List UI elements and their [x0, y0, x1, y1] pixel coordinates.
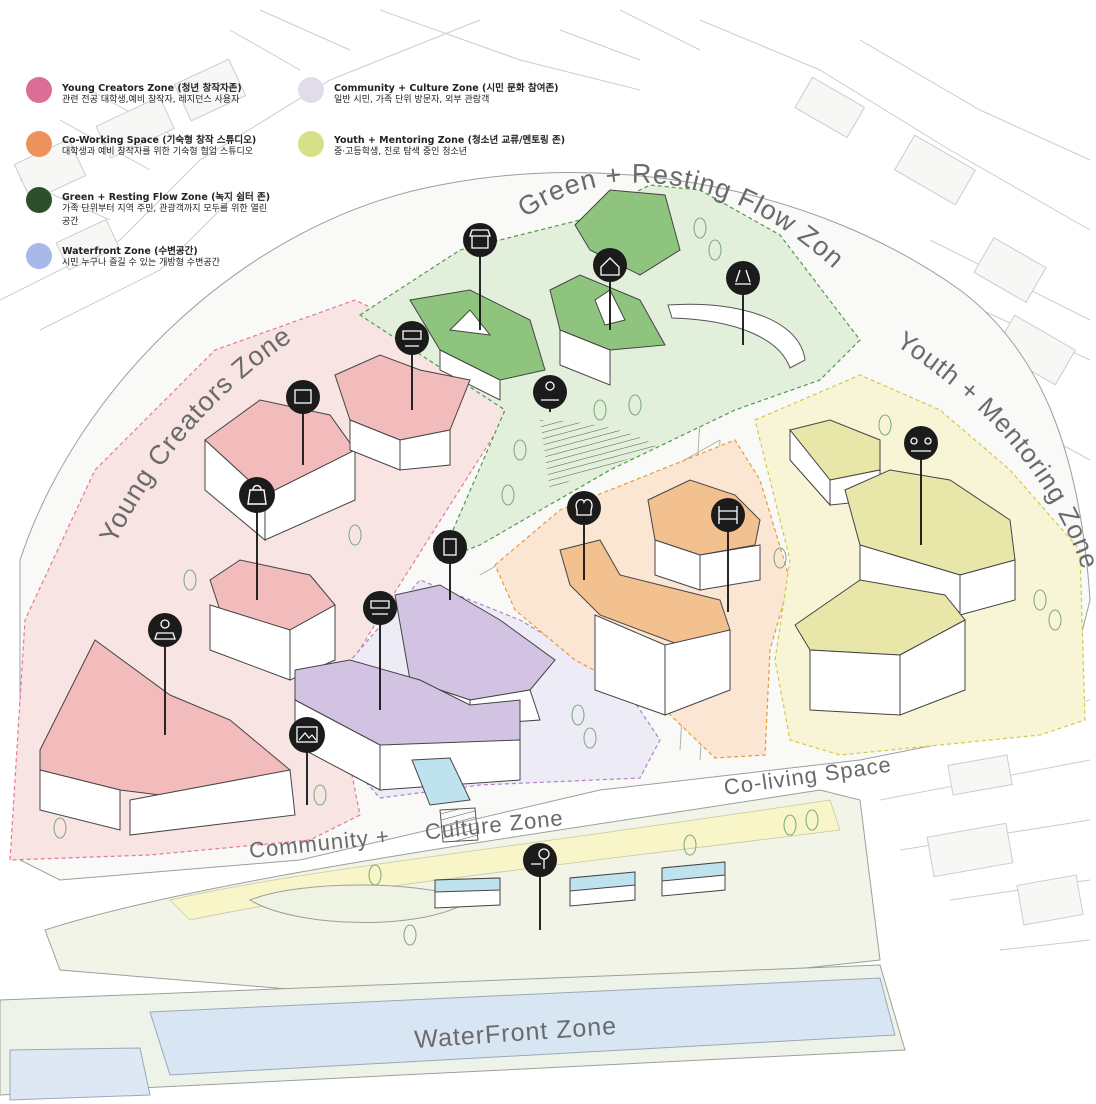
- legend-name: Green + Resting Flow Zone (녹지 쉼터 존): [62, 192, 271, 203]
- legend-desc: 일반 시민, 가족 단위 방문자, 외부 관람객: [334, 95, 490, 105]
- market-stall-icon[interactable]: [463, 223, 497, 330]
- legend-name: Young Creators Zone (청년 창작자존): [62, 83, 242, 94]
- park-bench-tree-icon[interactable]: [523, 843, 557, 930]
- legend-name: Waterfront Zone (수변공간): [62, 246, 198, 257]
- legend-name: Community + Culture Zone (시민 문화 참여존): [334, 83, 559, 94]
- bunk-bed-icon[interactable]: [711, 498, 745, 612]
- presenter-group-icon[interactable]: [363, 591, 397, 710]
- gallery-image-icon[interactable]: [289, 717, 325, 805]
- legend-desc: 중·고등학생, 진로 탐색 중인 청소년: [334, 147, 468, 157]
- legend-desc: 가족 단위부터 지역 주민, 관광객까지 모두를 위한 열린 공간: [62, 204, 268, 227]
- shopping-bag-icon[interactable]: [239, 477, 275, 600]
- legend-desc: 시민 누구나 즐길 수 있는 개방형 수변공간: [62, 258, 220, 268]
- chef-hat-icon[interactable]: [567, 491, 601, 580]
- picnic-tree-icon[interactable]: [726, 261, 760, 345]
- mentoring-group-icon[interactable]: [904, 426, 938, 545]
- legend-swatch: [26, 243, 52, 269]
- guitar-player-icon[interactable]: [533, 375, 567, 412]
- painter-easel-icon[interactable]: [286, 380, 320, 465]
- book-icon[interactable]: [433, 530, 467, 600]
- stairs: [439, 807, 479, 843]
- legend-desc: 관련 전공 대학생,예비 창작자, 레지던스 사용자: [62, 95, 240, 105]
- laptop-user-icon[interactable]: [148, 613, 182, 735]
- legend-swatch: [26, 187, 52, 213]
- legend-desc: 대학생과 예비 창작자를 위한 기숙형 협업 스튜디오: [62, 147, 254, 157]
- legend-swatch: [298, 131, 324, 157]
- legend-swatch: [298, 77, 324, 103]
- building-blue-pavilion: [411, 757, 471, 806]
- map-pins: [148, 223, 938, 930]
- amphitheatre: [667, 303, 806, 369]
- house-plant-icon[interactable]: [593, 248, 627, 330]
- legend-swatch: [26, 77, 52, 103]
- hatched-lawn: [540, 420, 660, 490]
- building-orange-2: [559, 539, 731, 646]
- river: [149, 977, 896, 1076]
- river-west: [9, 1047, 151, 1101]
- trees: [53, 217, 1062, 946]
- context-blocks: [13, 58, 1084, 926]
- legend-swatch: [26, 131, 52, 157]
- legend-name: Co-Working Space (기숙형 창작 스튜디오): [62, 135, 257, 146]
- legend-name: Youth + Mentoring Zone (청소년 교류/멘토링 존): [334, 135, 566, 146]
- workshop-group-icon[interactable]: [395, 321, 429, 410]
